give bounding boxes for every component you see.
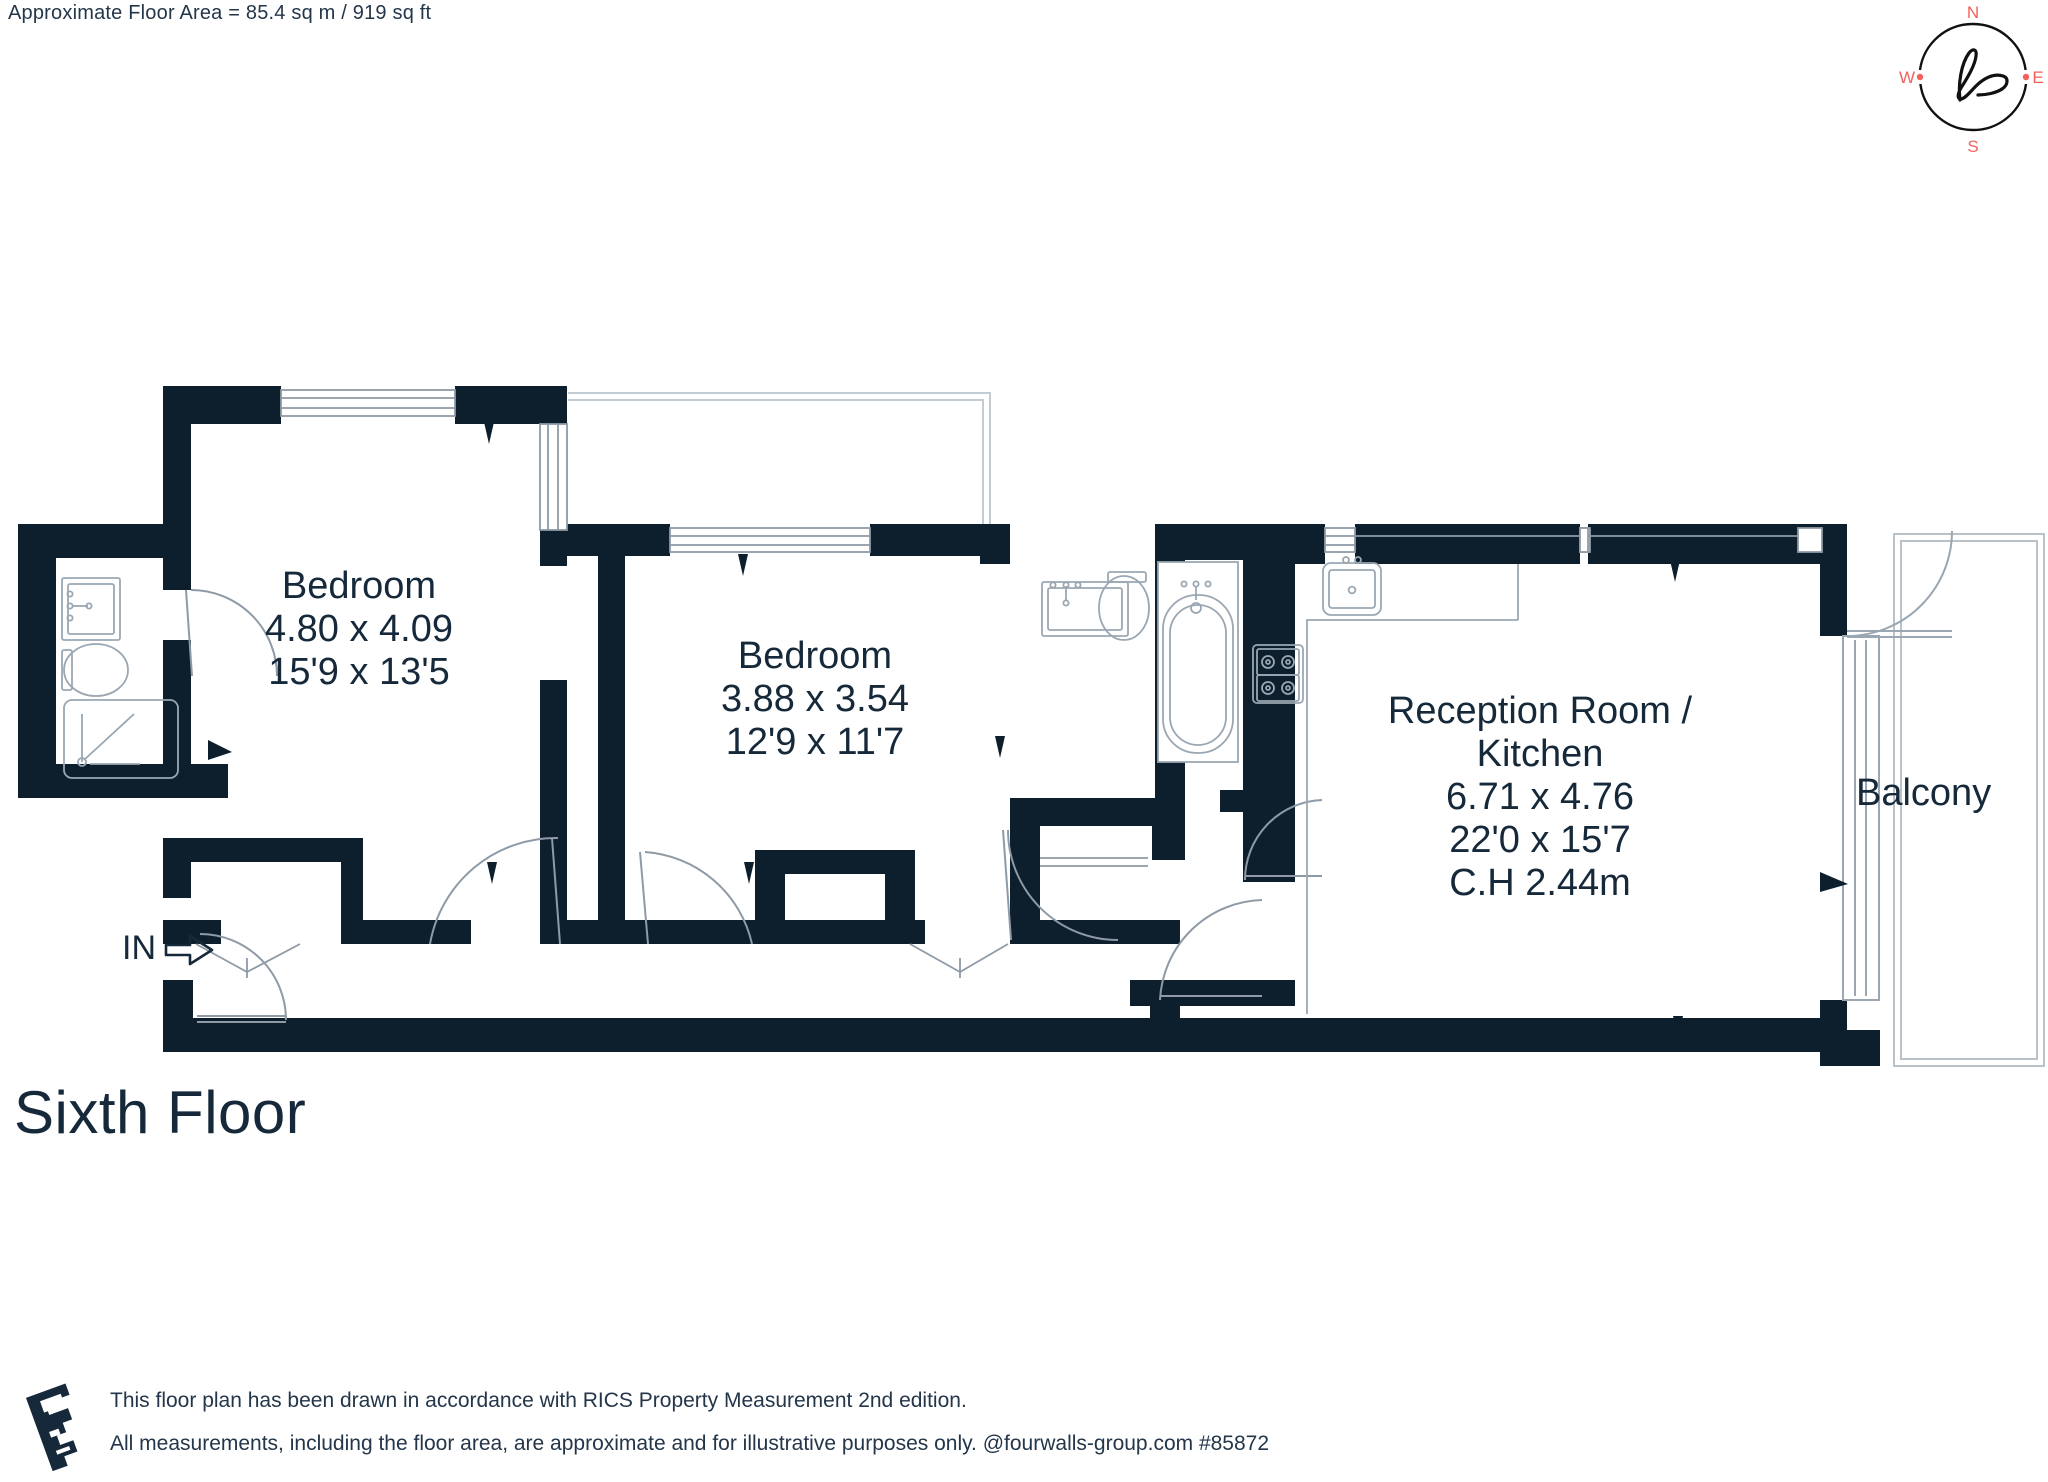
floor-title: Sixth Floor [14,1079,307,1146]
wardrobe-hall-icon [909,943,1009,974]
window-openings [280,389,1823,553]
wardrobes [195,857,1148,978]
bathroom-basin-icon [1041,581,1129,637]
gas-hob-icon [1252,644,1304,704]
floor-area-note: Approximate Floor Area = 85.4 sq m / 919… [8,2,432,24]
direction-markers [208,422,1848,1038]
compass-south-label: S [1967,137,1978,156]
entrance-in-marker: IN [122,925,252,975]
footer-line-1: This floor plan has been drawn in accord… [110,1389,967,1412]
bathroom-door-swing [1007,829,1119,941]
arrow-right-icon [164,934,214,966]
ensuite-basin-icon [61,577,121,641]
room-label-balcony: Balcony [1856,772,2048,815]
reception-dim-imperial: 22'0 x 15'7 [1449,818,1631,861]
bathtub-icon [1157,561,1239,763]
kitchen-fixtures [1252,556,1519,1014]
ensuite-fixtures [61,577,179,779]
plan-guide-lines [546,392,991,538]
compass-north-label: N [1967,3,1979,22]
compass-rose: N E S W [1898,2,2048,162]
fourwalls-logo-icon [20,1382,100,1472]
balcony-name: Balcony [1856,772,1992,814]
bedroom2-door-swing [644,851,753,945]
bedroom-1-dim-metric: 4.80 x 4.09 [264,607,454,650]
compass-monogram-icon [1956,48,2009,102]
entrance-in-label: IN [122,929,156,967]
reception-door-swing [1159,899,1263,1001]
kitchen-sink-icon [1322,556,1382,616]
compass-east-label: E [2032,68,2043,87]
compass-ring-icon [1918,22,2028,132]
bedroom-1-name: Bedroom [281,565,437,607]
reception-name-line-1: Reception Room / [1387,690,1693,732]
reception-ceiling-height: C.H 2.44m [1449,861,1631,904]
bathroom-fixtures [1041,561,1239,763]
room-label-bedroom-1: Bedroom 4.80 x 4.09 15'9 x 13'5 [214,565,504,694]
footer-line-2: All measurements, including the floor ar… [110,1432,1270,1455]
ensuite-door-swing [190,589,278,677]
bathroom-toilet-icon [1098,571,1150,641]
reception-dim-metric: 6.71 x 4.76 [1445,775,1635,818]
bedroom-2-dim-metric: 3.88 x 3.54 [720,677,910,720]
room-label-bedroom-2: Bedroom 3.88 x 3.54 12'9 x 11'7 [650,635,980,764]
compass-west-label: W [1899,68,1915,87]
balcony-sliding-door [1842,635,1880,1001]
balcony-door-swing [1846,530,1953,638]
reception-name-line-2: Kitchen [1476,732,1604,775]
room-label-reception-kitchen: Reception Room / Kitchen 6.71 x 4.76 22'… [1330,690,1750,905]
kitchen-counter-outline [1306,564,1519,1014]
bedroom-2-name: Bedroom [737,635,893,677]
entrance-door-swing [199,933,287,1021]
ensuite-toilet-icon [61,643,129,697]
bedroom-1-dim-imperial: 15'9 x 13'5 [268,650,450,693]
compass-west-dot-icon [1916,73,1924,81]
bedroom-2-dim-imperial: 12'9 x 11'7 [725,720,905,763]
balcony-outline [1893,533,2045,1067]
shower-tray-icon [63,699,179,779]
footer-text: This floor plan has been drawn in accord… [110,1390,1610,1476]
bedroom1-door-swing [429,836,559,945]
compass-east-dot-icon [2022,73,2030,81]
